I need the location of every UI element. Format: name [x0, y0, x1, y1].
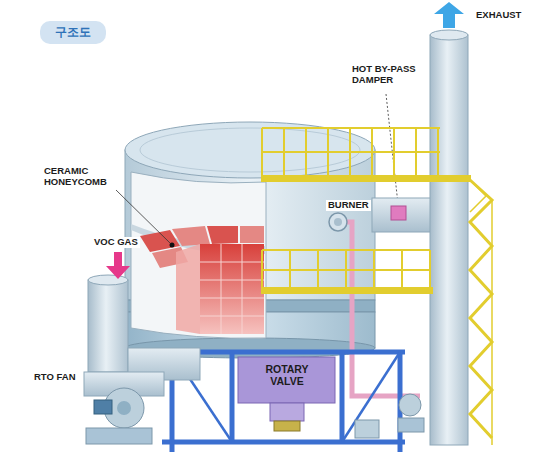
- steel-frame: [230, 352, 235, 442]
- oxidizer-vessel: [125, 122, 375, 358]
- exhaust-stack: [430, 30, 468, 40]
- exhaust-arrow: [434, 2, 464, 28]
- rto-fan: [84, 372, 164, 444]
- part-label: EXHAUST: [476, 10, 521, 21]
- burner: [329, 213, 347, 231]
- rto-fan: [86, 428, 152, 444]
- part-label: BURNER: [326, 200, 371, 211]
- platform-railing: [345, 250, 347, 288]
- platform-railing: [305, 128, 307, 176]
- ceramic-honeycomb: [200, 262, 264, 263]
- ceramic-honeycomb: [240, 226, 264, 243]
- platform-railing: [261, 128, 263, 176]
- voc-inlet-duct: [106, 252, 130, 279]
- platform-railing: [373, 250, 375, 288]
- oxidizer-vessel: [125, 122, 375, 178]
- voc-inlet-duct: [88, 252, 200, 380]
- platform-railing: [262, 288, 432, 293]
- platform-railing: [401, 250, 403, 288]
- rotary-valve: [274, 421, 300, 431]
- part-label: VOC GAS: [92, 237, 140, 248]
- ceramic-honeycomb: [200, 298, 264, 299]
- ceramic-honeycomb: [207, 226, 238, 244]
- platform-railing: [317, 250, 319, 288]
- ceramic-honeycomb: [200, 280, 264, 281]
- steel-frame: [340, 352, 345, 442]
- exhaust-arrow: [434, 2, 464, 28]
- spiral-stair: [470, 180, 492, 445]
- platform-railing: [393, 128, 395, 176]
- platform-railing: [349, 128, 351, 176]
- platform-railing: [262, 128, 470, 293]
- voc-inlet-duct: [88, 275, 128, 285]
- spiral-stair: [470, 180, 486, 212]
- ceramic-honeycomb: [176, 244, 200, 334]
- spiral-stair: [491, 200, 493, 445]
- part-label: ROTARY VALVE: [251, 363, 323, 387]
- platform-railing: [327, 128, 329, 176]
- platform-railing: [437, 128, 439, 176]
- ceramic-honeycomb: [131, 172, 266, 338]
- burner: [334, 218, 342, 226]
- rotary-valve: [238, 357, 335, 403]
- exhaust-stack: [430, 30, 468, 445]
- ceramic-honeycomb: [242, 244, 243, 334]
- voc-inlet-duct: [88, 280, 128, 372]
- leader-line: [116, 190, 170, 243]
- spiral-stair: [470, 180, 492, 438]
- leader-line: [116, 94, 398, 243]
- leader-line: [386, 94, 398, 204]
- rto-fan: [94, 400, 112, 414]
- bypass-duct: [372, 198, 432, 232]
- platform-railing: [289, 250, 291, 288]
- steel-frame: [342, 352, 400, 442]
- bypass-duct: [391, 206, 406, 220]
- platform-railing: [262, 176, 470, 181]
- ceramic-honeycomb: [170, 243, 175, 248]
- part-label: RTO FAN: [34, 372, 76, 383]
- pump: [398, 418, 424, 432]
- pump: [399, 394, 421, 416]
- burner: [346, 222, 420, 396]
- ceramic-honeycomb: [200, 244, 264, 334]
- rotary-valve: [238, 357, 335, 431]
- rotary-valve: [270, 403, 304, 421]
- rto-fan: [117, 401, 131, 415]
- exhaust-stack: [430, 35, 468, 445]
- pump: [355, 394, 424, 438]
- steel-frame: [162, 440, 405, 445]
- ceramic-honeycomb: [200, 244, 264, 334]
- platform-railing: [283, 128, 285, 176]
- platform-railing: [415, 128, 417, 176]
- bypass-duct: [372, 198, 432, 232]
- ceramic-honeycomb: [200, 316, 264, 317]
- ceramic-honeycomb: [221, 244, 222, 334]
- platform-railing: [261, 250, 263, 288]
- part-label: HOT BY-PASS DAMPER: [352, 64, 424, 86]
- pump: [355, 420, 379, 438]
- platform-railing: [429, 250, 431, 288]
- ceramic-honeycomb: [131, 172, 266, 338]
- diagram-title: 구조도: [55, 25, 91, 39]
- title-badge: 구조도: [40, 21, 106, 44]
- ceramic-honeycomb: [172, 226, 210, 246]
- platform-railing: [371, 128, 373, 176]
- part-label: CERAMIC HONEYCOMB: [44, 166, 118, 188]
